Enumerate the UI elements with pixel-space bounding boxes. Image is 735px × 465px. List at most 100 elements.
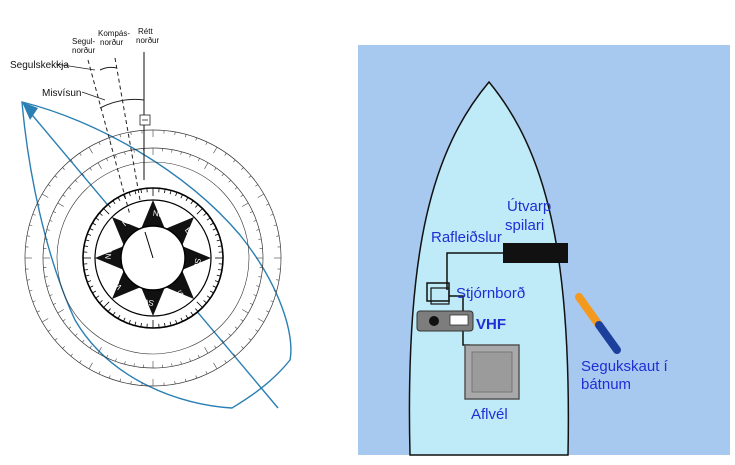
outer-degree-tick	[26, 235, 30, 237]
outer-degree-tick	[44, 276, 48, 278]
outer-degree-tick	[119, 378, 121, 382]
rose-degree-tick	[185, 314, 189, 319]
outer-degree-tick	[248, 175, 252, 178]
outer-degree-tick	[214, 167, 217, 171]
outer-degree-tick	[62, 167, 65, 170]
rose-degree-tick	[99, 300, 103, 304]
outer-degree-tick	[108, 137, 111, 141]
outer-degree-tick	[68, 187, 72, 190]
deviation-leader	[55, 63, 96, 71]
outer-degree-tick	[119, 134, 121, 138]
outer-degree-tick	[89, 167, 92, 171]
true-north-label-2: norður	[136, 36, 159, 45]
outer-degree-tick	[70, 159, 73, 163]
outer-degree-tick	[29, 290, 33, 292]
outer-degree-tick	[82, 173, 85, 177]
deviation-arc	[99, 66, 118, 71]
magnet-blue-end	[595, 321, 621, 354]
outer-degree-tick	[221, 173, 224, 177]
rose-degree-tick	[175, 192, 178, 197]
rose-degree-tick	[209, 222, 214, 226]
magnetic-north-line	[87, 59, 131, 216]
rose-degree-tick	[180, 317, 183, 322]
rose-degree-tick	[180, 194, 183, 199]
outer-degree-tick	[130, 381, 132, 385]
outer-degree-tick	[258, 276, 262, 278]
outer-degree-tick	[26, 279, 30, 281]
magnetic-north-label-1: Segul-	[72, 37, 95, 46]
rose-degree-tick	[83, 269, 89, 271]
rose-degree-ticks	[83, 188, 223, 328]
outer-degree-tick	[130, 131, 132, 135]
outer-degree-tick	[133, 149, 135, 153]
outer-degree-tick	[195, 375, 198, 379]
outer-degree-tick	[29, 224, 33, 226]
outer-degree-tick	[41, 193, 49, 198]
outer-degree-tick	[205, 371, 208, 375]
radio-label-1: Útvarp	[507, 198, 551, 215]
outer-degree-tick	[204, 162, 209, 169]
outer-degree-tick	[124, 151, 126, 155]
outer-degree-tick	[54, 175, 58, 178]
outer-degree-tick	[249, 211, 253, 214]
outer-degree-tick	[180, 151, 182, 155]
variation-leader	[81, 91, 106, 101]
outer-degree-tick	[228, 180, 231, 183]
radio-label-2: spilari	[505, 217, 544, 234]
rose-degree-tick	[117, 314, 121, 319]
rose-letter: S	[176, 288, 186, 298]
compass-boat-hull	[21, 101, 292, 409]
outer-degree-tick	[62, 319, 66, 322]
outer-degree-tick	[234, 326, 238, 329]
rose-degree-tick	[140, 322, 142, 328]
rose-letter: NE	[152, 209, 164, 219]
heading-arrow-icon	[22, 102, 38, 120]
outer-degree-tick	[106, 354, 109, 358]
outer-degree-tick	[185, 378, 187, 382]
rose-degree-tick	[112, 311, 116, 316]
outer-degree-tick	[197, 158, 200, 162]
rose-degree-tick	[214, 280, 219, 283]
outer-degree-tick	[44, 238, 48, 240]
outer-degree-tick	[53, 211, 57, 214]
rose-degree-tick	[164, 188, 166, 194]
outer-degree-tick	[221, 339, 224, 343]
outer-degree-tick	[240, 319, 244, 322]
rose-degree-tick	[95, 217, 100, 221]
outer-degree-tick	[233, 353, 236, 357]
rose-letter: E	[183, 226, 193, 236]
outer-degree-tick	[240, 194, 244, 197]
outer-degree-tick	[32, 213, 36, 216]
rose-degree-tick	[214, 233, 219, 236]
outer-degree-tick	[41, 318, 49, 323]
compass-north-label-2: norður	[100, 38, 123, 47]
outer-degree-tick	[213, 362, 218, 370]
outer-degree-tick	[36, 203, 40, 206]
outer-degree-ticks	[25, 130, 281, 386]
outer-degree-tick	[189, 358, 191, 362]
outer-degree-tick	[270, 300, 274, 303]
outer-degree-tick	[98, 141, 101, 145]
rose-degree-tick	[87, 233, 92, 236]
rose-degree-tick	[103, 208, 110, 215]
outer-degree-tick	[115, 358, 117, 362]
outer-degree-tick	[242, 202, 249, 207]
outer-degree-tick	[266, 310, 270, 313]
outer-degree-tick	[255, 184, 259, 187]
outer-degree-tick	[204, 347, 209, 354]
magnet-label-1: Segukskaut í	[581, 358, 669, 375]
variation-label: Misvísun	[42, 88, 81, 99]
rose-degree-tick	[196, 301, 203, 308]
outer-degree-tick	[75, 180, 78, 183]
rose-degree-tick	[164, 322, 166, 328]
rose-degree-tick	[217, 245, 223, 247]
outer-degree-tick	[253, 220, 257, 222]
deviation-label: Segulskekkja	[10, 60, 69, 71]
outer-degree-tick	[258, 238, 262, 240]
rose-degree-tick	[190, 200, 194, 205]
outer-degree-tick	[32, 300, 36, 303]
radio-unit	[503, 243, 568, 263]
outer-degree-tick	[106, 158, 109, 162]
outer-degree-tick	[36, 310, 40, 313]
